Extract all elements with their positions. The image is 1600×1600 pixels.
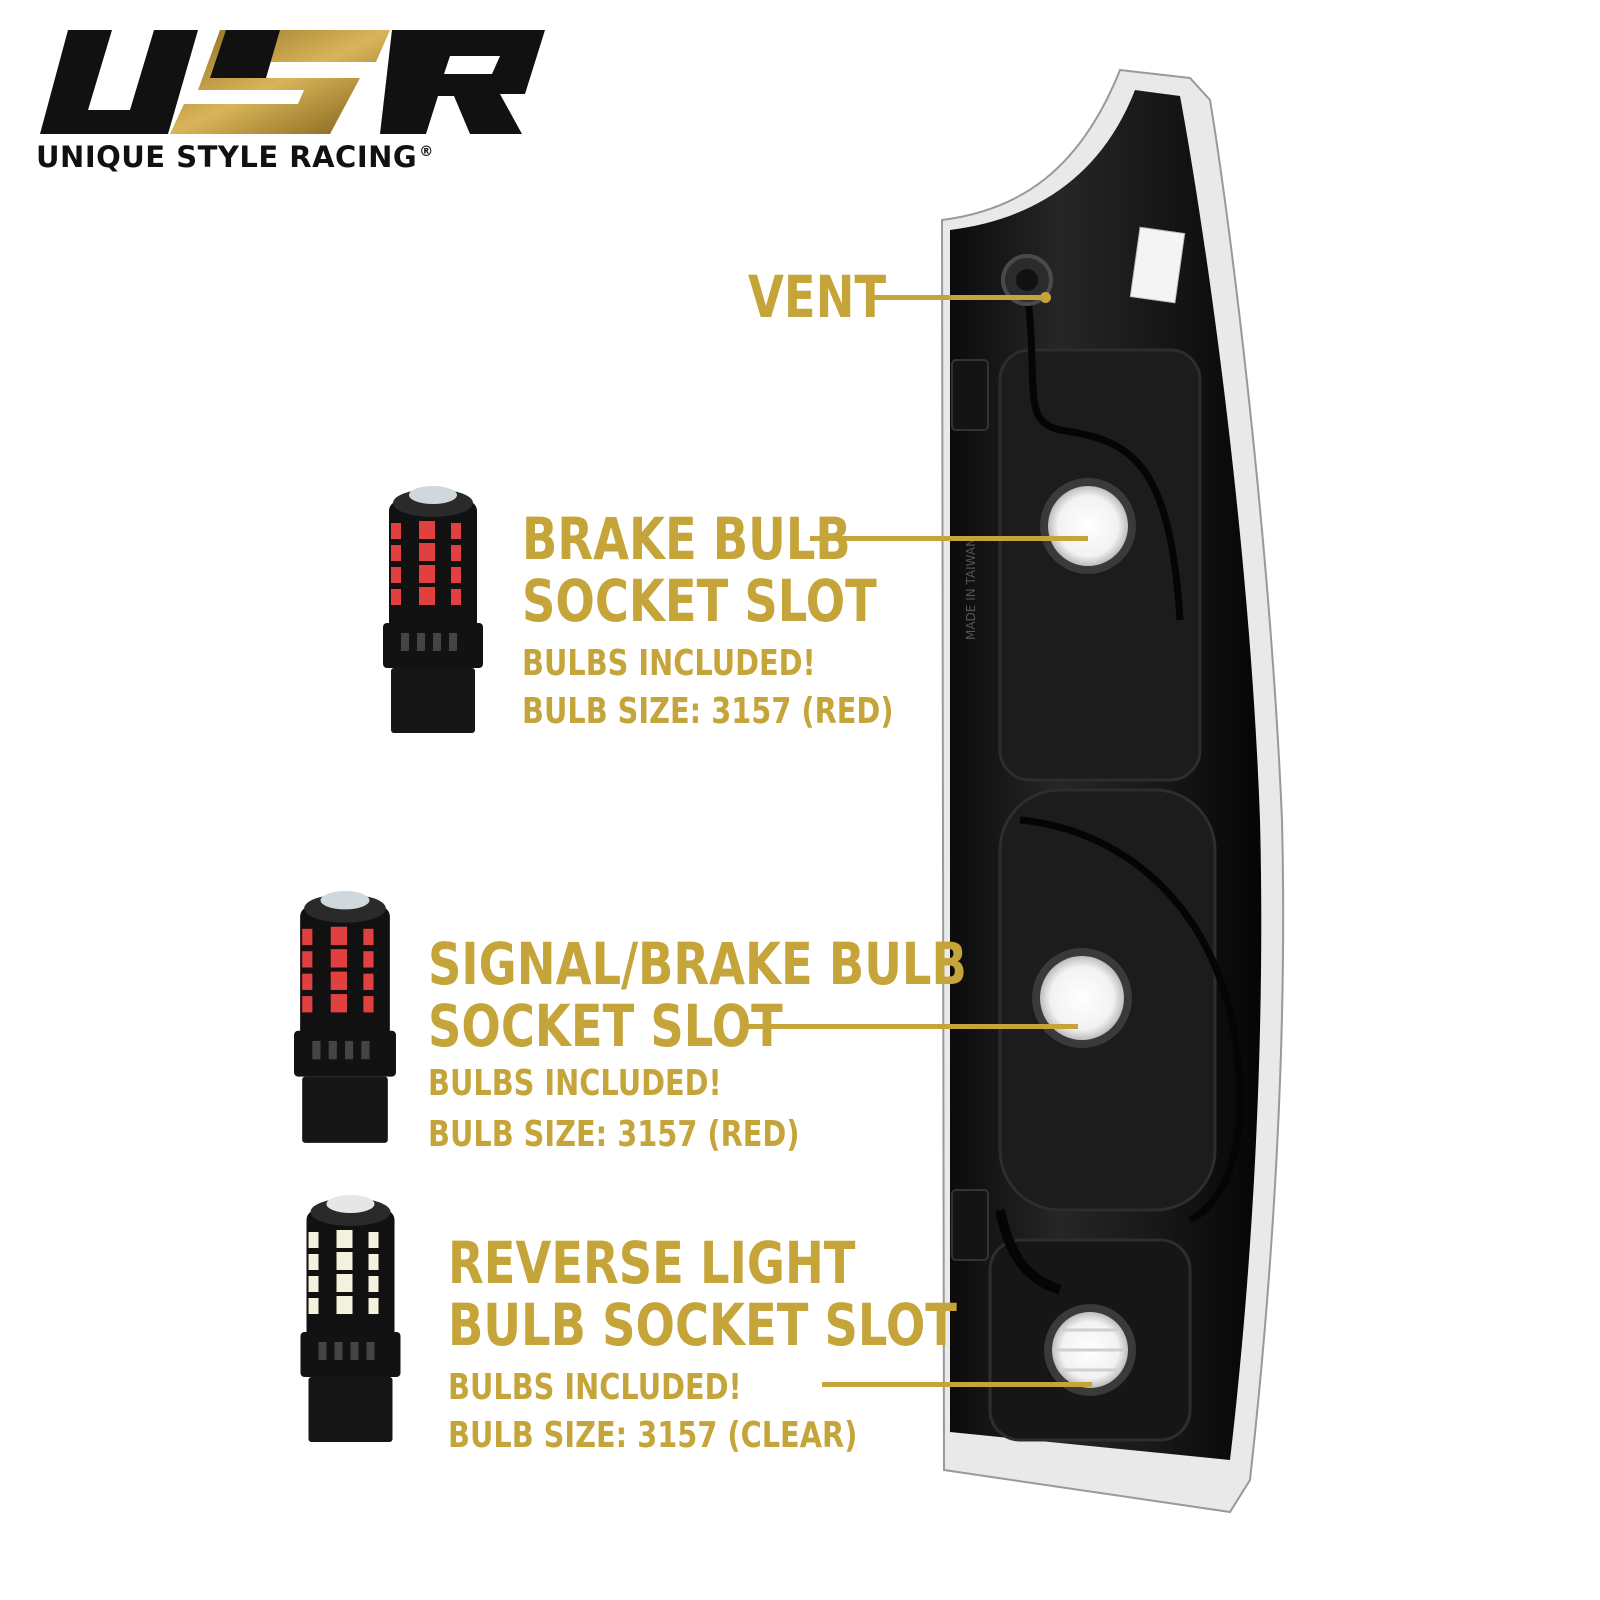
usr-logo-icon — [40, 30, 545, 134]
white-led-bulb-icon — [300, 1195, 401, 1442]
reverse-note: BULBS INCLUDED! — [448, 1367, 742, 1408]
tail-lamp-housing-image: MADE IN TAIWAN — [940, 68, 1285, 1514]
reverse-bulb-size: BULB SIZE: 3157 (CLEAR) — [448, 1415, 858, 1456]
red-led-bulb-icon — [294, 891, 396, 1143]
vent-leader-line — [872, 295, 1048, 300]
brand-name-text: UNIQUE STYLE RACING — [36, 140, 418, 174]
signal-bulb-size: BULB SIZE: 3157 (RED) — [428, 1114, 800, 1155]
brake-note: BULBS INCLUDED! — [522, 643, 816, 684]
signal-title-line1: SIGNAL/BRAKE BULB — [428, 930, 967, 998]
signal-leader-line — [742, 1024, 1078, 1029]
reverse-leader-line — [822, 1382, 1092, 1387]
reverse-title-line2: BULB SOCKET SLOT — [448, 1291, 957, 1359]
registered-mark: ® — [419, 144, 434, 161]
signal-title-line2: SOCKET SLOT — [428, 992, 783, 1060]
svg-text:MADE IN TAIWAN: MADE IN TAIWAN — [964, 538, 978, 640]
reverse-title-line1: REVERSE LIGHT — [448, 1229, 856, 1297]
signal-note: BULBS INCLUDED! — [428, 1063, 722, 1104]
brake-title-line2: SOCKET SLOT — [522, 567, 877, 635]
brake-title-line1: BRAKE BULB — [522, 505, 851, 573]
brake-bulb-size: BULB SIZE: 3157 (RED) — [522, 691, 894, 732]
vent-leader-dot — [1040, 292, 1051, 303]
red-led-bulb-icon — [383, 486, 483, 733]
brake-leader-line — [810, 536, 1088, 541]
brand-name: UNIQUE STYLE RACING® — [36, 140, 536, 174]
vent-label: VENT — [748, 263, 887, 331]
